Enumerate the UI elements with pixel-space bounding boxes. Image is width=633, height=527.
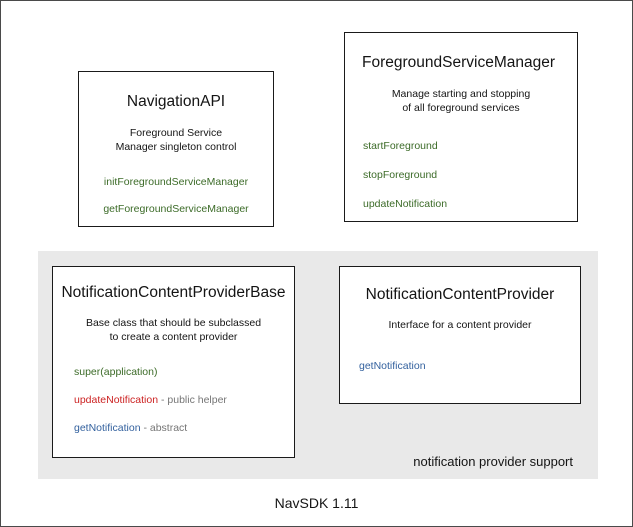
member-item: initForegroundServiceManager: [79, 176, 273, 189]
member-name: getForegroundServiceManager: [103, 202, 249, 215]
member-item: updateNotification: [363, 198, 577, 211]
member-name: initForegroundServiceManager: [103, 176, 249, 189]
member-item: super(application): [74, 366, 294, 379]
class-title: NotificationContentProvider: [365, 286, 555, 303]
member-name: getNotification: [74, 421, 141, 434]
member-list: startForeground stopForeground updateNot…: [345, 140, 577, 210]
member-item: getForegroundServiceManager: [79, 203, 273, 216]
class-description: Interface for a content provider: [340, 318, 580, 332]
footer-caption: NavSDK 1.11: [274, 495, 359, 511]
member-list: super(application) updateNotification - …: [53, 366, 294, 434]
class-description-line: Base class that should be subclassed: [85, 317, 262, 329]
member-name: super(application): [74, 366, 158, 379]
class-description-line: Foreground Service: [129, 127, 223, 139]
class-description-line: of all foreground services: [402, 102, 520, 115]
member-note: - abstract: [140, 421, 188, 434]
region-label: notification provider support: [413, 454, 573, 469]
member-list: initForegroundServiceManager getForegrou…: [79, 176, 273, 215]
member-name: startForeground: [363, 140, 438, 153]
member-name: updateNotification: [363, 197, 448, 210]
class-description: Foreground Service Manager singleton con…: [79, 126, 273, 154]
class-description-line: Interface for a content provider: [388, 319, 532, 331]
class-title: NotificationContentProviderBase: [61, 284, 286, 301]
class-description: Manage starting and stopping of all fore…: [345, 87, 577, 115]
member-name: updateNotification: [74, 393, 159, 406]
class-description: Base class that should be subclassed to …: [53, 316, 294, 344]
member-item: getNotification - abstract: [74, 422, 294, 435]
member-name: getNotification: [359, 360, 426, 373]
member-item: startForeground: [363, 140, 577, 153]
class-box-notification-content-provider-base: NotificationContentProviderBase Base cla…: [52, 266, 295, 458]
member-item: updateNotification - public helper: [74, 394, 294, 407]
member-list: getNotification: [340, 360, 580, 373]
member-name: stopForeground: [363, 168, 438, 181]
member-item: stopForeground: [363, 169, 577, 182]
class-box-navigation-api: NavigationAPI Foreground Service Manager…: [78, 71, 274, 227]
class-description-line: Manager singleton control: [115, 141, 237, 154]
class-title: NavigationAPI: [126, 93, 226, 110]
class-description-line: Manage starting and stopping: [391, 88, 531, 100]
class-box-notification-content-provider: NotificationContentProvider Interface fo…: [339, 266, 581, 404]
member-note: - public helper: [158, 393, 227, 406]
class-box-foreground-service-manager: ForegroundServiceManager Manage starting…: [344, 32, 578, 222]
class-title: ForegroundServiceManager: [362, 54, 555, 71]
class-description-line: to create a content provider: [109, 331, 238, 344]
member-item: getNotification: [359, 360, 580, 373]
